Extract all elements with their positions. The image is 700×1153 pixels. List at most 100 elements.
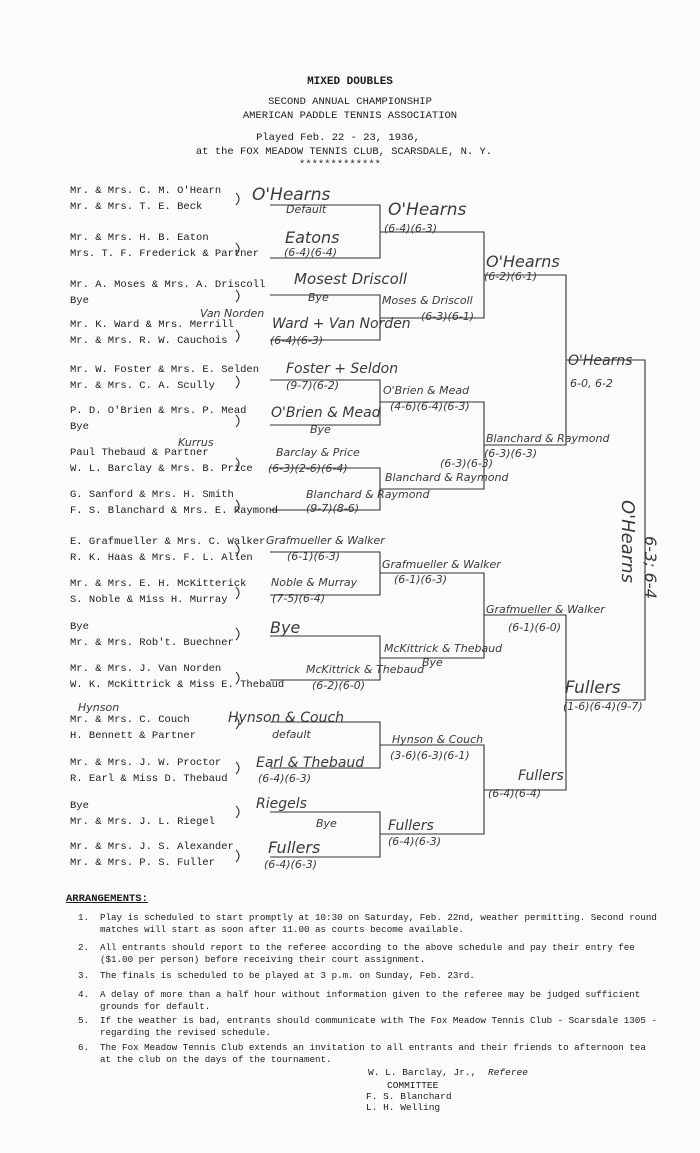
arrangement-number: 6. xyxy=(78,1042,90,1053)
handwritten-score: (6-2)(6-1) xyxy=(484,270,538,283)
entry-name: Paul Thebaud & Partner xyxy=(70,447,209,459)
arrangement-item: 3. The finals is scheduled to be played … xyxy=(78,970,658,982)
handwritten-score: Bye xyxy=(422,656,443,669)
handwritten-winner: Moses & Driscoll xyxy=(382,294,473,307)
handwritten-winner: McKittrick & Thebaud xyxy=(384,642,503,655)
entry-name: G. Sanford & Mrs. H. Smith xyxy=(70,489,234,501)
handwritten-winner: Riegels xyxy=(256,796,307,812)
handwritten-score: (6-4)(6-4) xyxy=(488,787,542,800)
entry-name: Mrs. T. F. Frederick & Partner xyxy=(70,248,260,260)
entry-name: Mr. & Mrs. Rob't. Buechner xyxy=(70,637,234,649)
handwritten-winner: Fullers xyxy=(388,818,434,834)
handwritten-score: Bye xyxy=(316,817,337,830)
entry-name: Bye xyxy=(70,421,89,433)
handwritten-score: (6-4)(6-3) xyxy=(388,835,442,848)
handwritten-winner: Fullers xyxy=(518,768,564,784)
handwritten-score: (4-6)(6-4)(6-3) xyxy=(390,400,470,413)
entry-name: Bye xyxy=(70,295,89,307)
entry-name: Mr. & Mrs. H. B. Eaton xyxy=(70,232,209,244)
handwritten-champion: O'Hearns xyxy=(617,500,638,583)
entry-name: Mr. K. Ward & Mrs. Merrill xyxy=(70,319,234,331)
arrangement-item: 6. The Fox Meadow Tennis Club extends an… xyxy=(78,1042,658,1065)
handwritten-winner: O'Hearns xyxy=(568,353,633,369)
handwritten-score: Default xyxy=(286,203,327,216)
handwritten-winner: Eatons xyxy=(285,228,340,247)
handwritten-winner: Fullers xyxy=(268,838,321,857)
entry-name: Mr. & Mrs. T. E. Beck xyxy=(70,201,203,213)
entry-name: Mr. & Mrs. C. A. Scully xyxy=(70,380,215,392)
arrangement-item: 5. If the weather is bad, entrants shoul… xyxy=(78,1015,658,1038)
handwritten-score: (6-4)(6-3) xyxy=(270,334,324,347)
arrangement-text: Play is scheduled to start promptly at 1… xyxy=(100,912,657,935)
arrangements-heading: ARRANGEMENTS: xyxy=(66,893,148,905)
entry-name: R. Earl & Miss D. Thebaud xyxy=(70,773,228,785)
handwritten-winner: O'Brien & Mead xyxy=(383,384,470,397)
header-line: AMERICAN PADDLE TENNIS ASSOCIATION xyxy=(242,110,458,122)
arrangement-item: 1. Play is scheduled to start promptly a… xyxy=(78,912,658,935)
entry-name: Mr. & Mrs. C. M. O'Hearn xyxy=(70,185,222,197)
page-title: MIXED DOUBLES xyxy=(307,76,393,88)
committee-label: COMMITTEE xyxy=(387,1080,439,1091)
handwritten-winner: Foster + Seldon xyxy=(286,361,399,377)
arrangement-number: 5. xyxy=(78,1015,90,1026)
entry-name: W. L. Barclay & Mrs. B. Price xyxy=(70,463,253,475)
handwritten-winner: Bye xyxy=(270,618,301,637)
handwritten-score: (6-3)(6-3) xyxy=(440,457,494,470)
handwritten-score: (6-3)(6-3) xyxy=(484,447,538,460)
entry-name: P. D. O'Brien & Mrs. P. Mead xyxy=(70,405,247,417)
handwritten-score: (6-3)(2-6)(6-4) xyxy=(268,462,348,475)
handwritten-winner: McKittrick & Thebaud xyxy=(306,663,425,676)
entry-name: Mr. & Mrs. J. L. Riegel xyxy=(70,816,215,828)
arrangement-text: If the weather is bad, entrants should c… xyxy=(100,1015,657,1038)
handwritten-score: 6-0, 6-2 xyxy=(570,377,613,390)
handwritten-score: (6-1)(6-3) xyxy=(287,550,341,563)
referee-label: Referee xyxy=(488,1067,528,1078)
header-line: Played Feb. 22 - 23, 1936, xyxy=(256,132,420,144)
handwritten-note: Van Norden xyxy=(200,307,265,320)
entry-name: Mr. & Mrs. P. S. Fuller xyxy=(70,857,215,869)
entry-name: Mr. & Mrs. J. W. Proctor xyxy=(70,757,222,769)
handwritten-winner: Ward + Van Norden xyxy=(272,316,411,332)
handwritten-final-score: 6-3; 6-4 xyxy=(641,536,660,599)
handwritten-winner: O'Hearns xyxy=(252,185,331,205)
handwritten-winner: Earl & Thebaud xyxy=(256,755,365,771)
handwritten-winner: Hynson & Couch xyxy=(228,710,345,726)
arrangement-number: 1. xyxy=(78,912,90,923)
handwritten-score: (6-4)(6-3) xyxy=(258,772,312,785)
entry-name: Bye xyxy=(70,621,89,633)
bracket-lines xyxy=(235,192,646,863)
handwritten-score: (6-4)(6-4) xyxy=(284,246,338,259)
handwritten-winner: O'Hearns xyxy=(388,200,467,220)
entry-name: Mr. & Mrs. C. Couch xyxy=(70,714,190,726)
handwritten-score: (7-5)(6-4) xyxy=(272,592,326,605)
handwritten-score: (9-7)(8-6) xyxy=(306,502,360,515)
handwritten-note: Hynson xyxy=(78,701,120,714)
referee-line: W. L. Barclay, Jr., Referee xyxy=(368,1067,528,1079)
arrangement-text: The Fox Meadow Tennis Club extends an in… xyxy=(100,1042,646,1065)
handwritten-winner: Blanchard & Raymond xyxy=(306,488,430,501)
handwritten-score: (6-1)(6-0) xyxy=(508,621,562,634)
entry-name: W. K. McKittrick & Miss E. Thebaud xyxy=(70,679,285,691)
handwritten-winner: Fullers xyxy=(565,678,621,698)
entry-name: Mr. & Mrs. E. H. McKitterick xyxy=(70,578,247,590)
header-line: SECOND ANNUAL CHAMPIONSHIP xyxy=(268,96,432,108)
committee-member: F. S. Blanchard xyxy=(366,1091,452,1102)
arrangement-item: 4. A delay of more than a half hour with… xyxy=(78,989,658,1012)
handwritten-winner: Barclay & Price xyxy=(276,446,360,459)
entry-name: S. Noble & Miss H. Murray xyxy=(70,594,228,606)
referee-name: W. L. Barclay, Jr., xyxy=(368,1067,477,1078)
entry-name: Mr. & Mrs. R. W. Cauchois xyxy=(70,335,228,347)
handwritten-winner: Blanchard & Raymond xyxy=(486,432,610,445)
handwritten-score: (6-4)(6-3) xyxy=(384,222,438,235)
entry-name: F. S. Blanchard & Mrs. E. Raymond xyxy=(70,505,278,517)
handwritten-score: Bye xyxy=(310,423,331,436)
entry-name: H. Bennett & Partner xyxy=(70,730,197,742)
handwritten-note: Kurrus xyxy=(178,436,214,449)
handwritten-winner: O'Brien & Mead xyxy=(271,405,381,421)
arrangement-text: All entrants should report to the refere… xyxy=(100,942,635,965)
entry-name: Mr. W. Foster & Mrs. E. Selden xyxy=(70,364,260,376)
handwritten-score: (6-4)(6-3) xyxy=(264,858,318,871)
handwritten-winner: Noble & Murray xyxy=(271,576,358,589)
entry-name: Bye xyxy=(70,800,89,812)
arrangement-text: A delay of more than a half hour without… xyxy=(100,989,641,1012)
